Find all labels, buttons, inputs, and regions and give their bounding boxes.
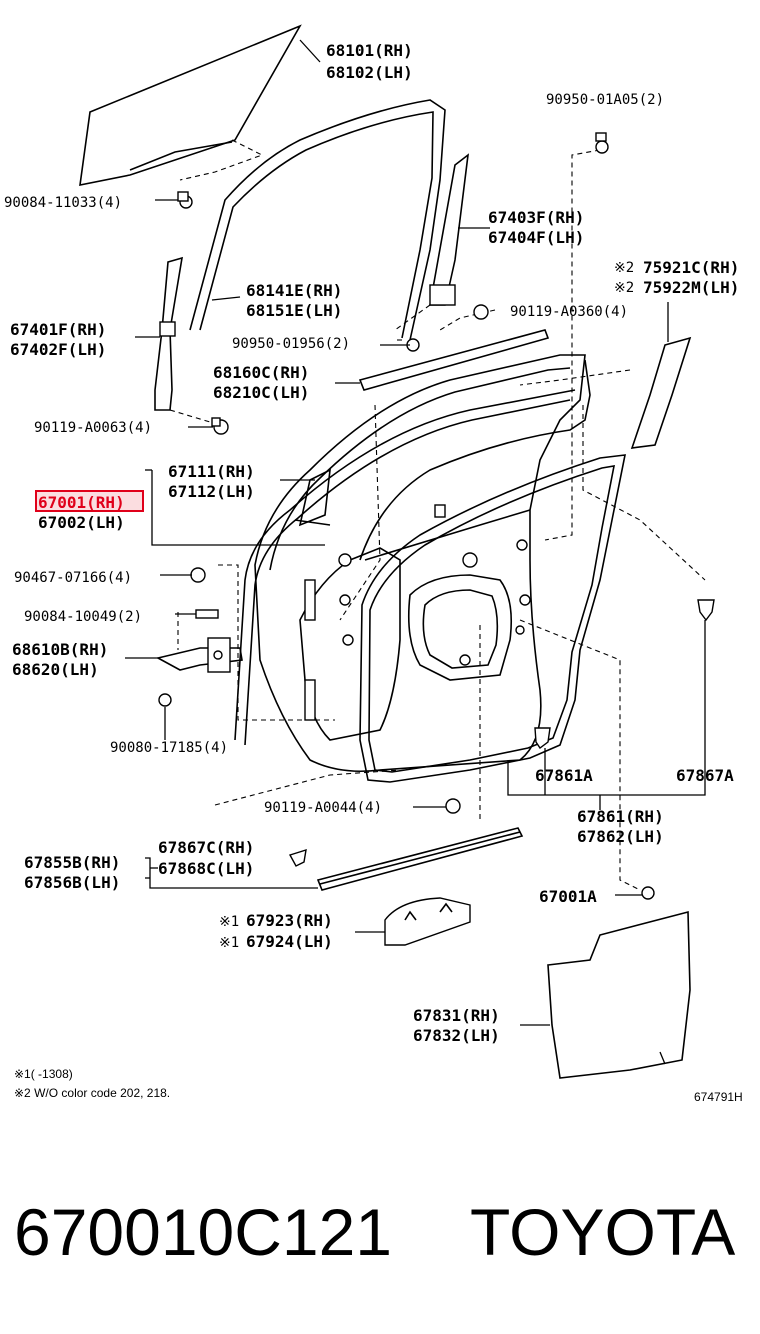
garnish-drawing (519, 302, 692, 449)
lower-moulding-drawing (316, 827, 524, 891)
pad-drawing (355, 897, 471, 946)
label-67855b: 67855B(RH) (24, 853, 120, 872)
label-68160c: 68160C(RH) (213, 363, 309, 382)
highlight-box (35, 490, 144, 512)
label-90950-01a05: 90950-01A05(2) (546, 92, 664, 108)
label-90080-17185: 90080-17185(4) (110, 740, 228, 756)
label-68141e: 68141E(RH) (246, 281, 342, 300)
label-90084-11033: 90084-11033(4) (4, 195, 122, 211)
label-67402f: 67402F(LH) (10, 340, 106, 359)
footnote-1: ※1( -1308) (14, 1067, 73, 1081)
footer: 670010C121 TOYOTA (14, 1195, 735, 1269)
footnotes: ※1( -1308) ※2 W/O color code 202, 218. 6… (14, 1067, 743, 1104)
run-channel-drawing (189, 99, 446, 341)
label-67856b: 67856B(LH) (24, 873, 120, 892)
label-90119-a0360: 90119-A0360(4) (510, 304, 628, 320)
label-67403f: 67403F(RH) (488, 208, 584, 227)
note-mark-75921c: ※2 (614, 260, 634, 276)
label-67111: 67111(RH) (168, 462, 255, 481)
label-67862: 67862(LH) (577, 827, 664, 846)
rear-channel-drawing (394, 153, 490, 331)
label-67001a: 67001A (539, 887, 597, 906)
label-67832: 67832(LH) (413, 1026, 500, 1045)
label-90119-a0063: 90119-A0063(4) (34, 420, 152, 436)
front-channel-drawing (135, 256, 211, 423)
label-67831: 67831(RH) (413, 1006, 500, 1025)
note-mark-67923: ※1 (219, 914, 239, 930)
label-67924: 67924(LH) (246, 932, 333, 951)
label-67861a: 67861A (535, 766, 593, 785)
label-leaders (125, 199, 706, 896)
label-68101: 68101(RH) (326, 41, 413, 60)
door-panel-drawing (254, 354, 591, 773)
label-67112: 67112(LH) (168, 482, 255, 501)
diagram-code: 674791H (694, 1090, 743, 1104)
part-labels: 68101(RH) 68102(LH) 90950-01A05(2) 90084… (4, 41, 739, 1045)
label-67868c: 67868C(LH) (158, 859, 254, 878)
label-90950-01956: 90950-01956(2) (232, 336, 350, 352)
label-67002: 67002(LH) (38, 513, 125, 532)
label-67001: 67001(RH) (38, 493, 125, 512)
label-67867a: 67867A (676, 766, 734, 785)
label-67923: 67923(RH) (246, 911, 333, 930)
weatherstrip-drawing (234, 389, 627, 783)
label-75921c: 75921C(RH) (643, 258, 739, 277)
hole-cover-drawing (520, 910, 691, 1079)
label-67861: 67861(RH) (577, 807, 664, 826)
fasteners (158, 132, 715, 900)
label-68102: 68102(LH) (326, 63, 413, 82)
footer-brand: TOYOTA (470, 1195, 735, 1269)
label-68610b: 68610B(RH) (12, 640, 108, 659)
label-90084-10049: 90084-10049(2) (24, 609, 142, 625)
door-glass-drawing (79, 24, 321, 187)
label-68151e: 68151E(LH) (246, 301, 342, 320)
label-67867c: 67867C(RH) (158, 838, 254, 857)
note-mark-67924: ※1 (219, 935, 239, 951)
label-67401f: 67401F(RH) (10, 320, 106, 339)
label-68620: 68620(LH) (12, 660, 99, 679)
note-mark-75922m: ※2 (614, 280, 634, 296)
label-90467-07166: 90467-07166(4) (14, 570, 132, 586)
label-90119-a0044: 90119-A0044(4) (264, 800, 382, 816)
door-check-drawing (155, 637, 243, 673)
belt-moulding-drawing (335, 329, 550, 391)
label-75922m: 75922M(LH) (643, 278, 739, 297)
label-68210c: 68210C(LH) (213, 383, 309, 402)
label-67404f: 67404F(LH) (488, 228, 584, 247)
footnote-2: ※2 W/O color code 202, 218. (14, 1086, 170, 1100)
footer-part-number: 670010C121 (14, 1195, 392, 1269)
